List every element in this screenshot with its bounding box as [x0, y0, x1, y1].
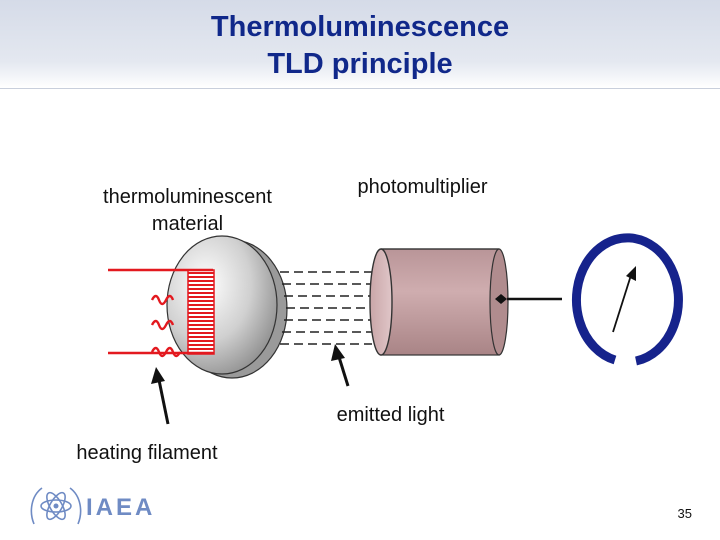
iaea-logo-text: IAEA: [86, 494, 156, 521]
photomultiplier-label: photomultiplier: [357, 176, 488, 198]
light-pointer-arrow: [331, 344, 350, 387]
material-label-line-1: thermoluminescent: [103, 186, 272, 208]
photomultiplier-tube: [369, 248, 509, 356]
page-number: 35: [677, 506, 692, 521]
meter-dial-icon: [571, 233, 683, 366]
heating-filament-label: heating filament: [76, 442, 218, 464]
heating-grid: [187, 269, 215, 355]
iaea-logo: [28, 484, 158, 528]
title-line-2: TLD principle: [267, 48, 453, 80]
filament-pointer-arrow: [151, 367, 170, 425]
title-bar: Thermoluminescence TLD principle: [0, 0, 720, 89]
title-line-1: Thermoluminescence: [210, 11, 510, 43]
material-label-line-2: material: [151, 213, 224, 235]
iaea-atom-logo-icon: [30, 487, 82, 525]
tl-material-disc: [166, 235, 288, 379]
emitted-light-label: emitted light: [336, 404, 445, 426]
heating-filament-wires: [108, 268, 213, 358]
emitted-light-rays: [280, 271, 372, 345]
